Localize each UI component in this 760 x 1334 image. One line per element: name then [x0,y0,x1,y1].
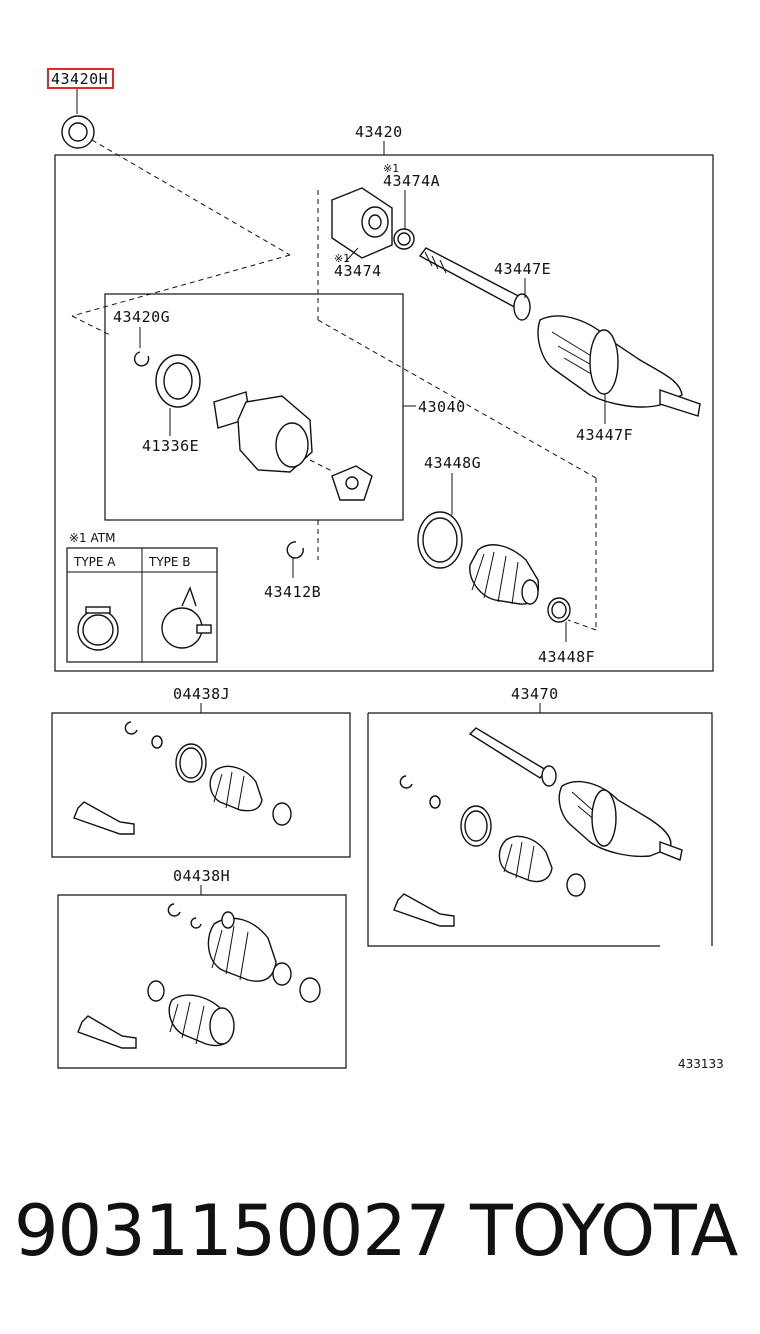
kit-04438j-frame [51,712,351,858]
drive-shaft-icon [418,247,701,417]
callout-43412b[interactable]: 43412B [264,583,321,601]
illustration-id: 433133 [678,1057,724,1071]
kit-43470-frame [367,712,713,947]
highlight-frame [47,68,114,89]
callout-41336e[interactable]: 41336E [142,437,199,455]
inner-clamp-g-icon [417,511,463,569]
kit-04438h-frame [57,894,347,1069]
note-mark-b: ※1 [334,252,350,265]
callout-43447f[interactable]: 43447F [576,426,633,444]
inboard-joint-icon [213,391,373,501]
atm-note-title: ※1 ATM [69,531,115,545]
kit-43470-parts-icon [393,727,683,927]
note-mark-a: ※1 [383,162,399,175]
callout-43420g[interactable]: 43420G [113,308,170,326]
snap-ring-43412b-icon [286,541,304,559]
callout-43040[interactable]: 43040 [418,398,466,416]
type-a-clamp-icon [77,606,119,651]
type-a-label: TYPE A [73,555,116,569]
type-b-clamp-icon [161,586,212,649]
callout-43420h-text: 43420H [51,70,108,88]
kit-04438j-parts-icon [73,721,292,835]
callout-43474a[interactable]: 43474A [383,172,440,190]
callout-04438j[interactable]: 04438J [173,685,230,703]
callout-43420h[interactable]: 43420H [47,68,114,89]
snap-ring-g-icon [133,351,150,367]
callout-43448g[interactable]: 43448G [424,454,481,472]
callout-04438h[interactable]: 04438H [173,867,230,885]
inner-clamp-f-icon [547,597,571,623]
callout-43470[interactable]: 43470 [511,685,559,703]
clip-43474a-icon [393,228,415,250]
inboard-joint-frame [104,293,404,521]
callout-43447e[interactable]: 43447E [494,260,551,278]
kit-04438h-parts-icon [77,903,321,1049]
type-b-label: TYPE B [148,555,191,569]
callout-43420[interactable]: 43420 [355,123,403,141]
brand-name: TOYOTA [470,1190,738,1272]
parts-diagram: 43420H 43420 ※1 43474A ※1 43474 [47,68,724,1071]
boot-clamp-41336e-icon [155,354,201,408]
callout-43448f[interactable]: 43448F [538,648,595,666]
oil-seal-icon [61,115,95,149]
part-number: 9031150027 [14,1190,450,1272]
callout-43474[interactable]: 43474 [334,262,382,280]
tripod-housing-icon [331,187,393,259]
inner-boot-icon [469,544,540,605]
